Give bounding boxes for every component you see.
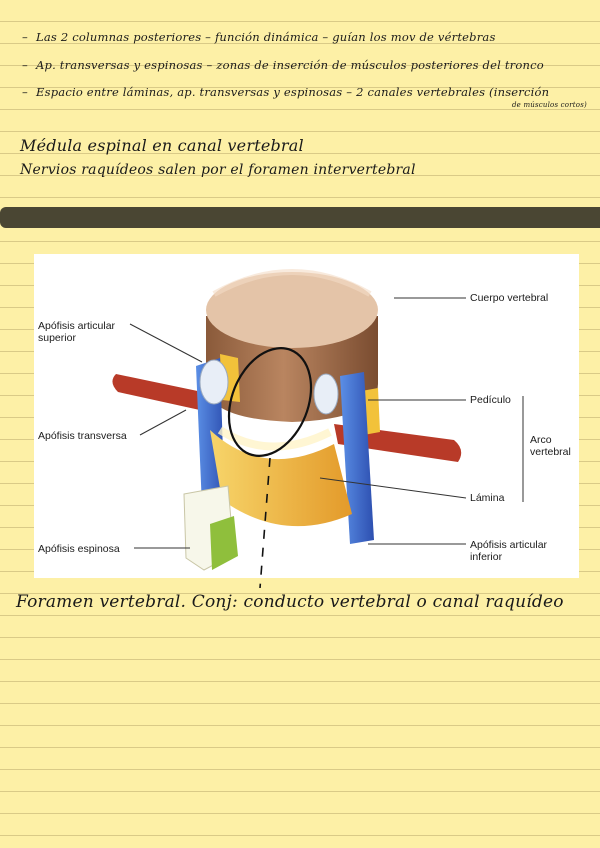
facet-sup-left (199, 359, 229, 405)
label-arco-vertebral: Arco vertebral (530, 434, 571, 458)
note-line-2: –Ap. transversas y espinosas – zonas de … (22, 58, 544, 72)
foramen-circle (227, 347, 313, 457)
note-line-1: –Las 2 columnas posteriores – función di… (22, 30, 496, 44)
label-lamina: Lámina (470, 492, 505, 504)
dashed-pointer-line (259, 458, 271, 589)
leader-lines (129, 297, 524, 549)
note-foramen-vertebral: Foramen vertebral. Conj: conducto verteb… (16, 592, 564, 612)
label-cuerpo-vertebral: Cuerpo vertebral (470, 292, 549, 304)
note-medula: Médula espinal en canal vertebral (20, 136, 304, 155)
transverse-left (112, 374, 218, 414)
label-articular-inferior: Apófisis articular inferior (470, 539, 548, 563)
bullet-dash: – (22, 58, 28, 72)
note-nervios: Nervios raquídeos salen por el foramen i… (20, 162, 416, 178)
body-top (206, 272, 378, 348)
label-apofisis-transversa: Apófisis transversa (38, 430, 127, 442)
section-divider (0, 207, 600, 228)
label-apofisis-espinosa: Apófisis espinosa (38, 543, 120, 555)
bullet-dash: – (22, 85, 28, 99)
vertebra-figure: Cuerpo vertebral Apófisis articular supe… (34, 254, 579, 578)
note-line-3-continuation: de músculos cortos) (512, 101, 587, 109)
label-articular-superior: Apófisis articular superior (38, 320, 116, 344)
facet-sup-right (313, 373, 339, 415)
spinous-face (210, 516, 238, 570)
vertebra-illustration (112, 269, 524, 571)
note-line-3: –Espacio entre láminas, ap. transversas … (22, 85, 550, 99)
label-pediculo: Pedículo (470, 394, 511, 406)
bullet-dash: – (22, 30, 28, 44)
lamina (210, 430, 352, 527)
